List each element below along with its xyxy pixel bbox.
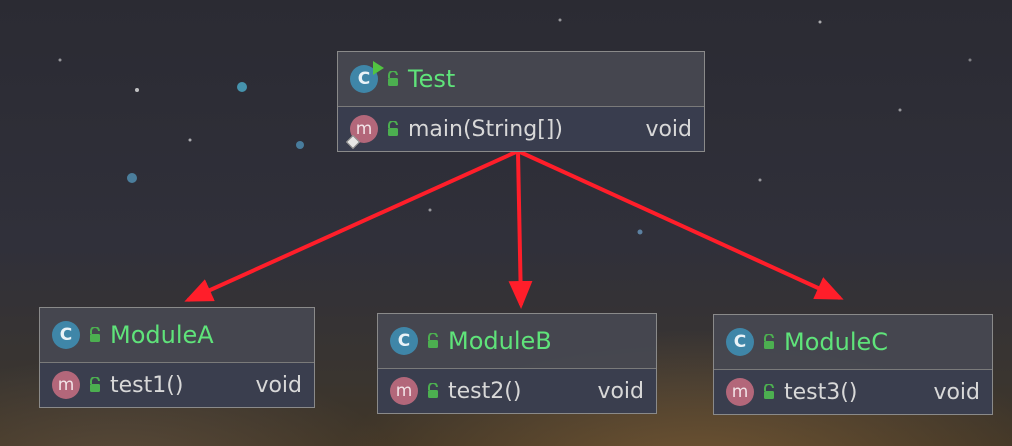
class-box-moduleb[interactable]: C ModuleB m test2() void xyxy=(377,313,657,414)
star xyxy=(135,88,139,92)
unlocked-public-icon xyxy=(388,71,398,86)
class-c-icon: C xyxy=(390,327,418,355)
method-m-icon: m xyxy=(726,378,754,406)
class-name: ModuleA xyxy=(110,321,214,349)
star xyxy=(127,173,137,183)
method-row[interactable]: m main(String[]) void xyxy=(338,107,704,151)
unlocked-public-icon xyxy=(428,333,438,348)
method-m-icon: m xyxy=(345,115,378,150)
class-name: ModuleC xyxy=(784,328,889,356)
method-signature: main(String[]) xyxy=(408,116,563,142)
class-header[interactable]: C ModuleC xyxy=(714,315,992,370)
method-signature: test3() xyxy=(784,379,858,405)
arrow-test-to-modulea xyxy=(184,150,517,302)
method-return-type: void xyxy=(933,379,980,405)
method-return-type: void xyxy=(645,116,692,142)
star xyxy=(898,108,902,112)
class-header[interactable]: C ModuleA xyxy=(40,308,314,363)
method-m-icon: m xyxy=(52,371,80,399)
unlocked-public-icon xyxy=(764,334,774,349)
star xyxy=(968,58,972,62)
class-c-icon: C xyxy=(350,61,384,93)
method-row[interactable]: m test2() void xyxy=(378,369,656,413)
star xyxy=(296,141,304,149)
class-c-icon: C xyxy=(52,321,80,349)
class-box-modulec[interactable]: C ModuleC m test3() void xyxy=(713,314,993,415)
run-indicator-icon xyxy=(373,61,384,75)
star xyxy=(188,138,192,142)
class-name: Test xyxy=(408,65,456,93)
star xyxy=(58,58,62,62)
star xyxy=(558,18,562,22)
star xyxy=(637,229,643,235)
method-row[interactable]: m test3() void xyxy=(714,370,992,414)
method-signature: test1() xyxy=(110,372,184,398)
method-return-type: void xyxy=(597,378,644,404)
unlocked-public-icon xyxy=(388,121,398,136)
method-return-type: void xyxy=(255,372,302,398)
class-c-icon: C xyxy=(726,328,754,356)
star xyxy=(758,178,762,182)
star xyxy=(428,208,432,212)
unlocked-public-icon xyxy=(764,384,774,399)
star xyxy=(818,20,822,24)
class-box-modulea[interactable]: C ModuleA m test1() void xyxy=(39,307,315,408)
unlocked-public-icon xyxy=(90,377,100,392)
arrow-test-to-moduleb xyxy=(508,151,533,309)
unlocked-public-icon xyxy=(428,383,438,398)
class-header[interactable]: C Test xyxy=(338,52,704,107)
method-m-icon: m xyxy=(390,377,418,405)
class-header[interactable]: C ModuleB xyxy=(378,314,656,369)
method-signature: test2() xyxy=(448,378,522,404)
arrow-test-to-modulec xyxy=(519,150,844,300)
class-box-test[interactable]: C Test m main(String[]) void xyxy=(337,51,705,152)
star xyxy=(237,82,247,92)
method-row[interactable]: m test1() void xyxy=(40,363,314,407)
unlocked-public-icon xyxy=(90,327,100,342)
class-name: ModuleB xyxy=(448,327,552,355)
